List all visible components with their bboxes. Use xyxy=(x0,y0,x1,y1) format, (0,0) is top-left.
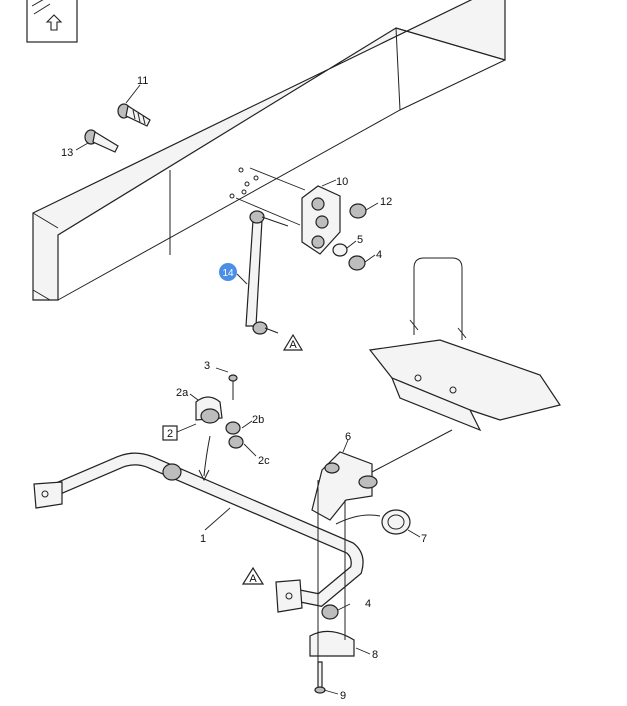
label-2a: 2a xyxy=(176,387,189,399)
nut-12 xyxy=(349,202,379,219)
label-4-top: 4 xyxy=(376,249,382,261)
label-1: 1 xyxy=(200,533,206,545)
washer-5 xyxy=(332,240,357,257)
label-9: 9 xyxy=(340,690,346,702)
warning-triangle-icon: A xyxy=(241,566,265,585)
label-7: 7 xyxy=(421,533,427,545)
clamp-assembly xyxy=(189,367,257,482)
label-3: 3 xyxy=(204,360,210,372)
part-2-box xyxy=(162,425,178,441)
bracket-6 xyxy=(311,429,453,521)
bolt-9 xyxy=(314,661,339,695)
label-8: 8 xyxy=(372,649,378,661)
spring-seat xyxy=(368,339,561,432)
warning-triangle-icon: A xyxy=(282,333,304,351)
label-11: 11 xyxy=(137,75,148,87)
warning-label: A xyxy=(289,339,297,351)
label-2b: 2b xyxy=(252,414,264,426)
bushing-7 xyxy=(335,509,421,538)
u-bolt xyxy=(409,257,467,340)
nut-4-top xyxy=(348,254,376,271)
bolt-11 xyxy=(117,84,151,127)
stabilizer-bar-1 xyxy=(33,452,364,613)
label-12: 12 xyxy=(380,196,392,208)
label-2c: 2c xyxy=(258,455,270,467)
clamp-8 xyxy=(309,630,371,657)
arrow-up-icon xyxy=(45,14,63,31)
bracket-10 xyxy=(229,167,341,255)
frame-rail xyxy=(32,0,506,301)
label-14: 14 xyxy=(222,268,234,279)
warning-label: A xyxy=(249,573,257,585)
label-13: 13 xyxy=(61,147,73,159)
label-10: 10 xyxy=(336,176,348,188)
label-4-bottom: 4 xyxy=(365,598,371,610)
stabilizer-link-14 xyxy=(236,210,289,335)
bolt-13 xyxy=(75,129,119,153)
label-6: 6 xyxy=(345,431,351,443)
nut-4-bottom xyxy=(321,603,351,620)
corner-reference-box xyxy=(26,0,78,43)
label-2: 2 xyxy=(167,428,173,440)
highlight-callout-14[interactable]: 14 xyxy=(219,263,237,281)
label-5: 5 xyxy=(357,234,363,246)
